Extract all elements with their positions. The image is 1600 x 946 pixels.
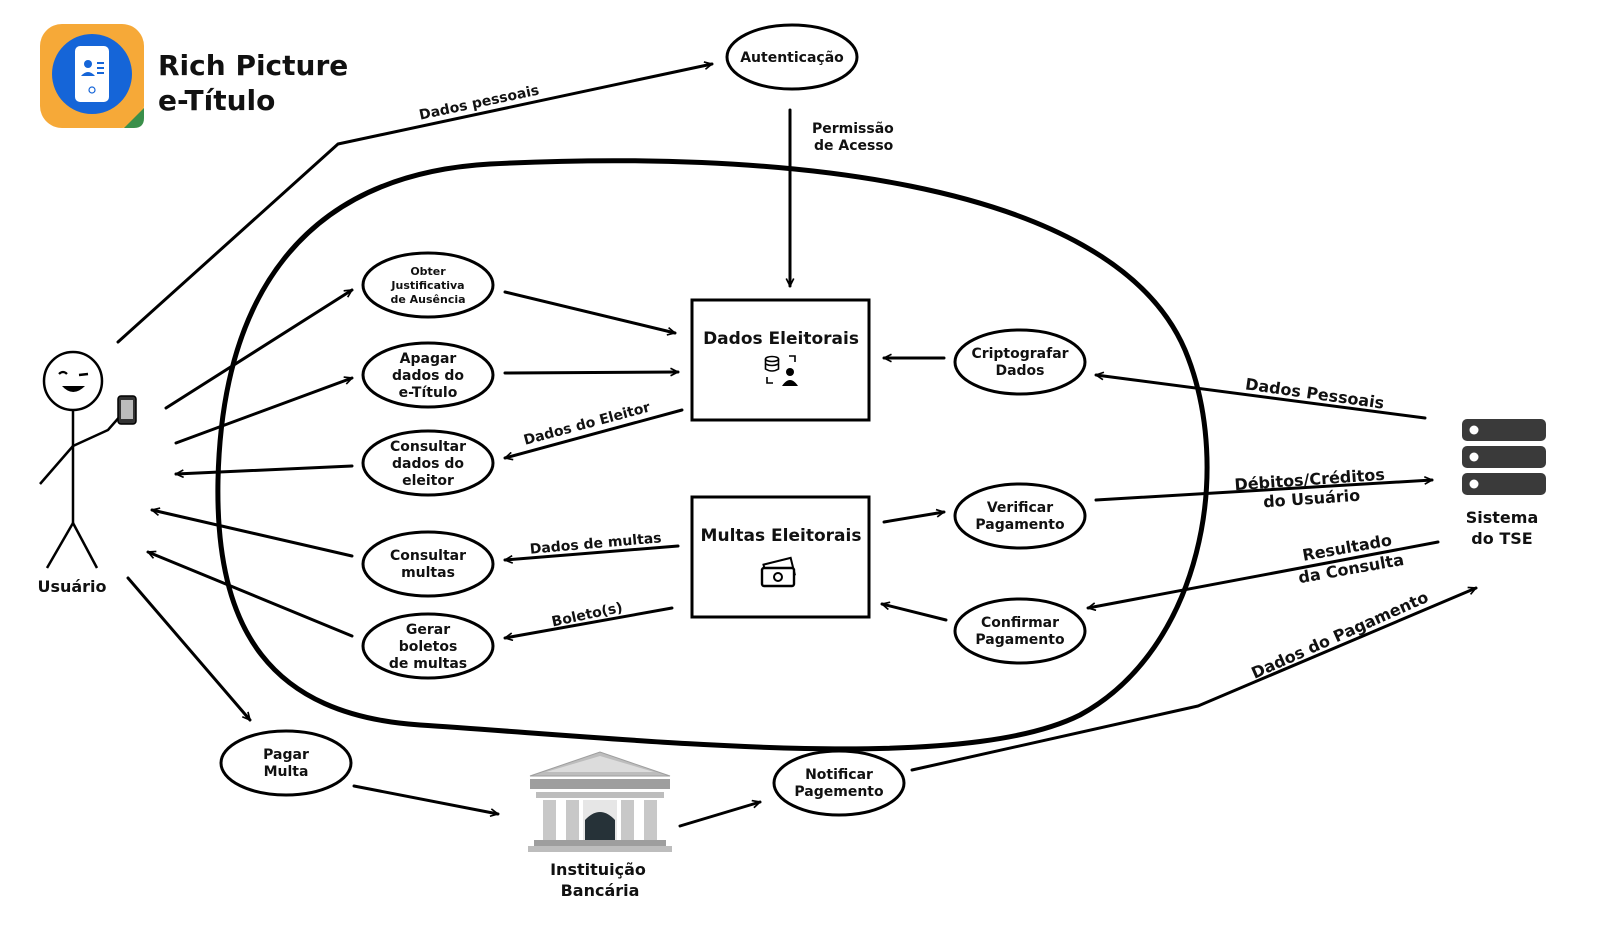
- node-pagar-multa[interactable]: Pagar Multa: [219, 729, 353, 797]
- arrow-justificativa-dados: [503, 290, 677, 333]
- arrow-user-pagar: [126, 576, 252, 722]
- title-line2: e-Título: [158, 84, 275, 117]
- box-dados-eleitorais[interactable]: Dados Eleitorais: [690, 298, 871, 422]
- node-consultar-eleitor-line1: Consultar: [390, 439, 466, 455]
- node-criptografar[interactable]: Criptografar Dados: [953, 328, 1087, 396]
- node-notificar-line1: Notificar: [805, 767, 873, 783]
- node-gerar-line1: Gerar: [406, 622, 450, 638]
- arrow-notificar-tse: [910, 586, 1478, 772]
- node-consultar-eleitor[interactable]: Consultar dados do eleitor: [361, 429, 495, 497]
- system-boundary: [215, 158, 1210, 752]
- title-line1: Rich Picture: [158, 49, 348, 82]
- arrow-user-auth: [116, 64, 714, 344]
- box-multas-label: Multas Eleitorais: [701, 526, 862, 546]
- node-notificar-pagamento[interactable]: Notificar Pagemento: [772, 749, 906, 817]
- box-multas-eleitorais[interactable]: Multas Eleitorais: [690, 495, 871, 619]
- arrow-banco-notificar: [678, 802, 762, 828]
- node-confirmar-line2: Pagamento: [975, 632, 1065, 648]
- node-pagar-line2: Multa: [264, 764, 309, 780]
- node-pagar-line1: Pagar: [263, 747, 309, 763]
- node-justificativa-line2: Justificativa: [390, 279, 464, 292]
- node-notificar-line2: Pagemento: [794, 784, 884, 800]
- node-confirmar-pagamento[interactable]: Confirmar Pagamento: [953, 597, 1087, 665]
- node-justificativa-line1: Obter: [410, 265, 446, 278]
- arrow-pagar-banco: [352, 784, 500, 814]
- label-dados-pagamento: Dados do Pagamento: [1248, 587, 1431, 682]
- app-logo: [40, 24, 144, 128]
- arrow-tse-cripto: [1094, 375, 1427, 420]
- user-stick-figure: [39, 350, 137, 569]
- node-justificativa-line3: de Ausência: [390, 293, 465, 306]
- node-gerar-line3: de multas: [389, 656, 467, 672]
- node-cripto-line1: Criptografar: [971, 346, 1068, 362]
- arrow-user-justificativa: [164, 288, 354, 410]
- node-autenticacao[interactable]: Autenticação: [725, 23, 859, 91]
- arrow-tse-confirmar: [1086, 540, 1440, 608]
- box-dados-label: Dados Eleitorais: [703, 329, 859, 349]
- node-confirmar-line1: Confirmar: [981, 615, 1059, 631]
- node-apagar-line3: e-Título: [399, 385, 458, 401]
- node-consultar-multas-line2: multas: [401, 565, 455, 581]
- arrow-multas-consultar: [503, 544, 680, 560]
- actor-tse-line1: Sistema: [1466, 508, 1539, 527]
- actor-bank-line2: Bancária: [561, 881, 640, 900]
- arrow-consultar-user: [174, 464, 354, 474]
- arrow-apagar-dados: [503, 372, 680, 373]
- node-apagar-dados[interactable]: Apagar dados do e-Título: [361, 341, 495, 409]
- actor-bank-line1: Instituição: [550, 860, 646, 879]
- arrow-verificar-tse: [1094, 480, 1434, 502]
- label-permissao-1: Permissão: [812, 121, 894, 137]
- arrow-boletos-user: [146, 550, 354, 638]
- arrow-dados-consultar: [503, 408, 684, 458]
- arrow-multas-verificar: [882, 512, 946, 524]
- node-apagar-line1: Apagar: [400, 351, 457, 367]
- node-consultar-multas-line1: Consultar: [390, 548, 466, 564]
- node-verificar-line2: Pagamento: [975, 517, 1065, 533]
- node-verificar-pagamento[interactable]: Verificar Pagamento: [953, 482, 1087, 550]
- node-gerar-boletos[interactable]: Gerar boletos de multas: [361, 612, 495, 680]
- bank-icon: [528, 751, 672, 852]
- node-consultar-eleitor-line2: dados do: [392, 456, 464, 472]
- arrow-multas-boletos: [503, 606, 674, 638]
- money-icon: [760, 556, 796, 588]
- node-apagar-line2: dados do: [392, 368, 464, 384]
- arrow-user-apagar: [174, 378, 354, 445]
- node-consultar-multas[interactable]: Consultar multas: [361, 530, 495, 598]
- arrow-multas-user: [150, 510, 354, 558]
- actor-user-label: Usuário: [37, 577, 106, 596]
- label-dados-pessoais-tse: Dados Pessoais: [1244, 374, 1385, 412]
- database-user-icon: [764, 355, 798, 386]
- label-permissao-2: de Acesso: [814, 138, 894, 154]
- node-obter-justificativa[interactable]: Obter Justificativa de Ausência: [361, 251, 495, 319]
- node-autenticacao-label: Autenticação: [740, 50, 844, 66]
- node-verificar-line1: Verificar: [987, 500, 1053, 516]
- node-gerar-line2: boletos: [399, 639, 458, 655]
- node-cripto-line2: Dados: [995, 363, 1044, 379]
- server-icon: [1462, 419, 1546, 495]
- actor-tse-line2: do TSE: [1471, 529, 1532, 548]
- label-boletos: Boleto(s): [550, 600, 624, 631]
- arrow-confirmar-multas: [880, 604, 948, 622]
- node-consultar-eleitor-line3: eleitor: [402, 473, 454, 489]
